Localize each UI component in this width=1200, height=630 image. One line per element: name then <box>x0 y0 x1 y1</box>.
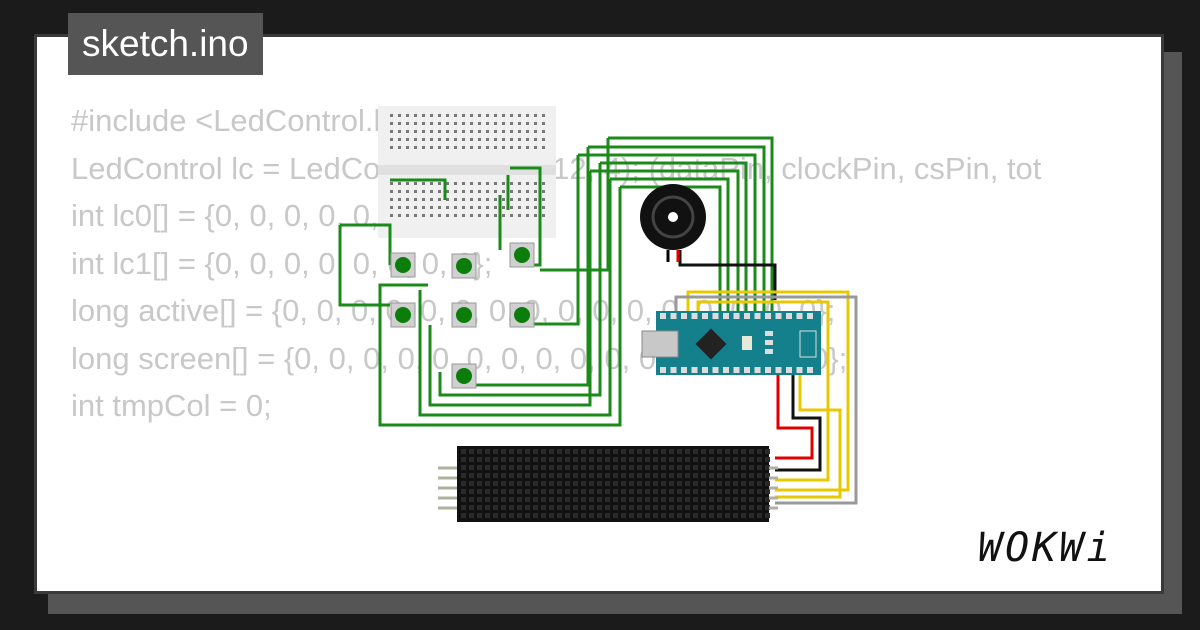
led-matrix[interactable] <box>438 446 778 522</box>
wokwi-logo: WOKWi <box>978 525 1114 571</box>
green-wires <box>338 136 774 427</box>
pushbutton <box>390 252 416 278</box>
code-line: int tmpCol = 0; <box>71 388 272 423</box>
pushbutton <box>509 242 535 268</box>
pushbutton <box>390 302 416 328</box>
breadboard <box>378 106 556 238</box>
pushbutton <box>451 302 477 328</box>
pushbutton <box>451 363 477 389</box>
pushbutton <box>509 302 535 328</box>
power-signal-wires <box>674 290 858 505</box>
pushbutton-group[interactable] <box>390 242 535 389</box>
sketch-title: sketch.ino <box>68 13 263 75</box>
code-line: #include <LedControl.h> <box>71 103 409 138</box>
buzzer[interactable] <box>640 184 777 300</box>
pushbutton <box>451 253 477 279</box>
arduino-nano-board[interactable] <box>641 311 821 375</box>
